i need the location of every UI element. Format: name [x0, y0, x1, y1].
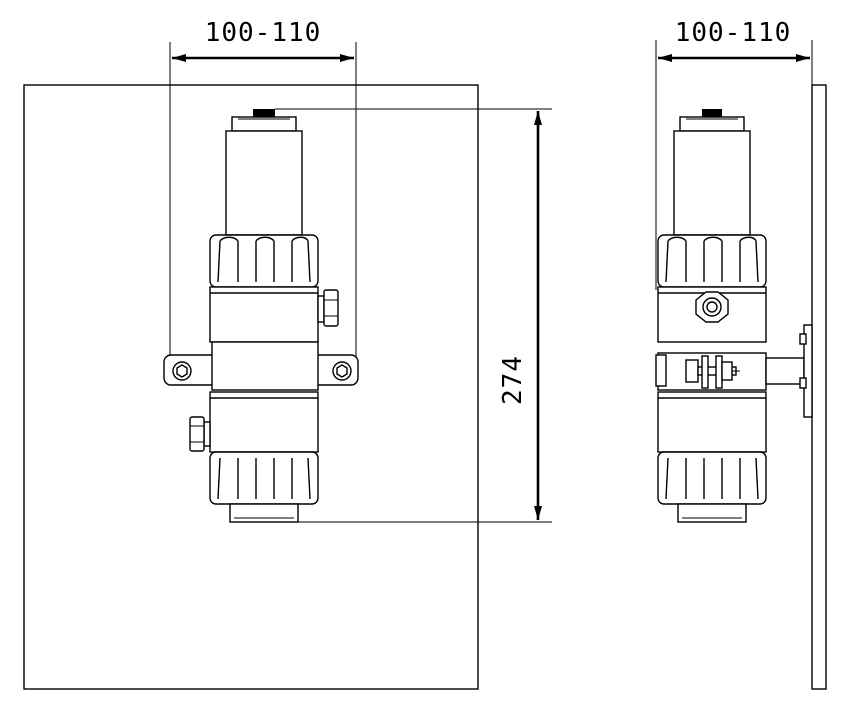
front-upper-nut: [209, 234, 319, 288]
front-lower-body: [209, 391, 319, 453]
side-wall-mount: [765, 324, 813, 418]
side-lower-nut: [657, 451, 767, 505]
height-dimension: 274: [275, 108, 552, 523]
front-middle-body: [209, 286, 319, 343]
front-view: 100-110: [23, 18, 479, 690]
front-bottom-cap: [229, 503, 299, 523]
side-lower-body: [657, 391, 767, 453]
side-width-label: 100-110: [675, 18, 792, 48]
side-top-connector: [679, 109, 745, 132]
side-front-fitting: [695, 291, 729, 323]
height-label: 274: [498, 355, 528, 405]
side-wall-plate: [811, 84, 827, 690]
side-upper-tube: [673, 130, 751, 236]
front-lower-nut: [209, 451, 319, 505]
side-view: 100-110: [655, 18, 827, 690]
side-width-dimension: 100-110: [655, 18, 813, 290]
front-width-label: 100-110: [205, 18, 322, 48]
side-upper-nut: [657, 234, 767, 288]
front-width-dimension: 100-110: [169, 18, 357, 358]
front-mounting-bracket: [163, 341, 359, 391]
front-upper-tube: [225, 130, 303, 236]
front-side-fitting-right: [317, 289, 339, 327]
side-clamp-bracket: [655, 352, 767, 391]
front-side-fitting-left: [189, 416, 211, 452]
side-bottom-cap: [677, 503, 747, 523]
